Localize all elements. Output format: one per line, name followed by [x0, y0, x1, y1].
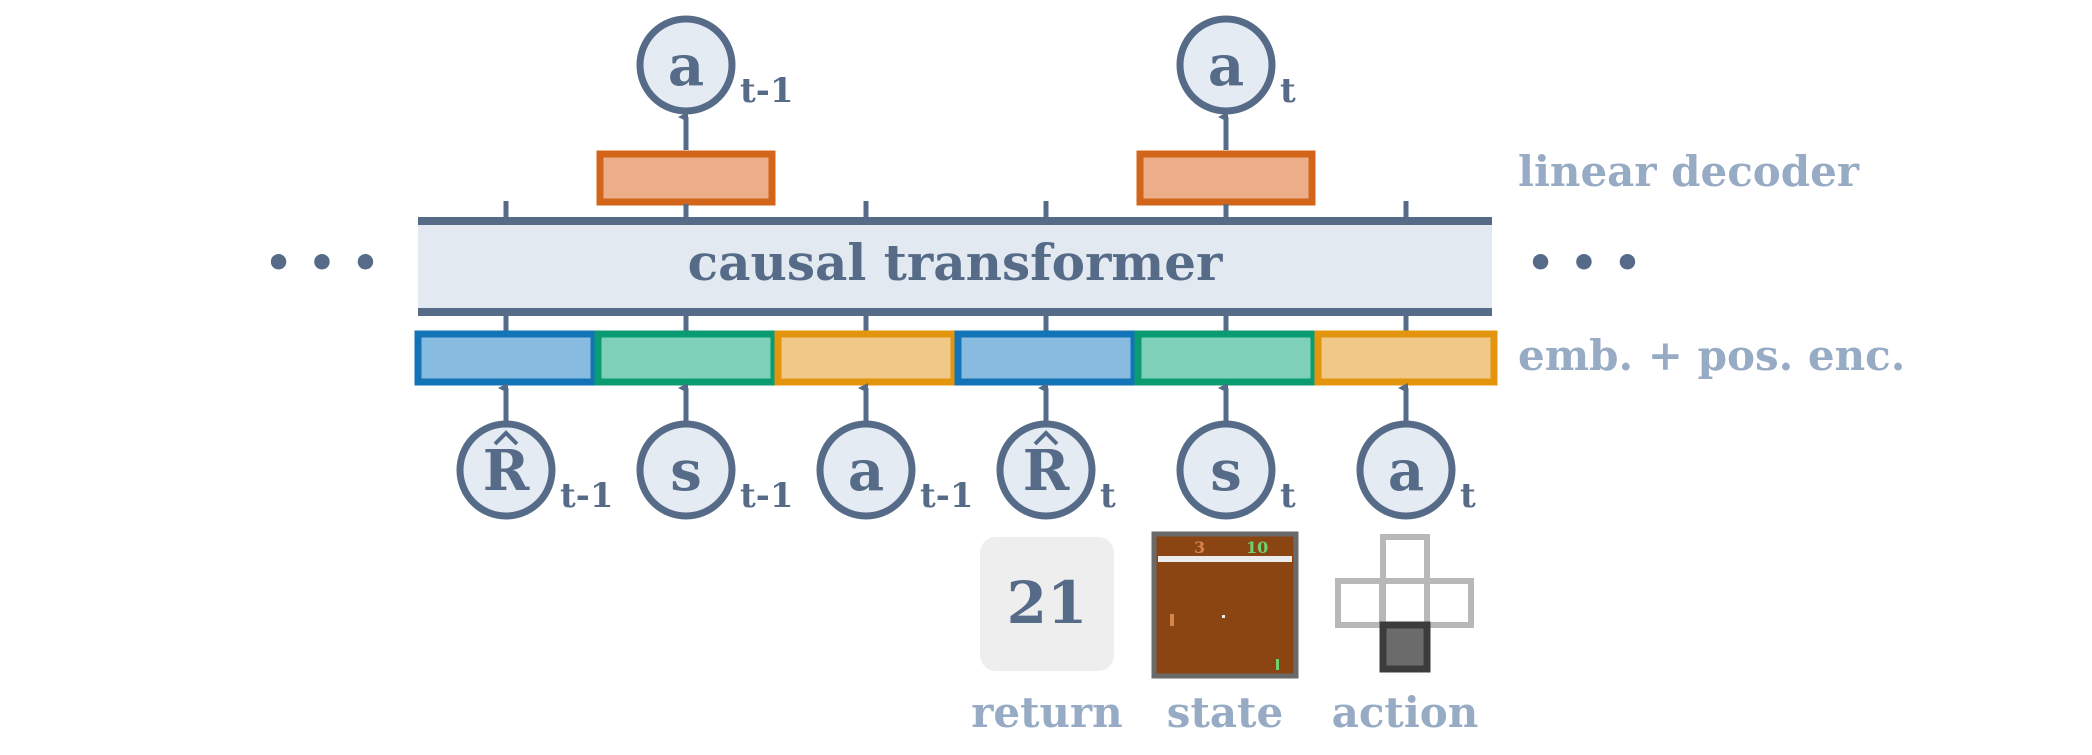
- right-ellipsis: • • •: [1526, 238, 1641, 289]
- input-token-state-subscript: t-1: [740, 476, 793, 516]
- input-token-action-symbol: a: [848, 438, 884, 504]
- input-token-state-circle: [636, 420, 736, 520]
- input-token-return-subscript: t-1: [560, 476, 613, 516]
- state-embedding-box: [1134, 330, 1318, 386]
- input-token-state-node: s t-1: [636, 420, 793, 520]
- embedding-row: [414, 330, 1498, 386]
- input-token-action-circle: [816, 420, 916, 520]
- output-token-action-subscript: t-1: [740, 71, 793, 111]
- state-embedding-box: [594, 330, 778, 386]
- action-caption: action: [1332, 688, 1479, 737]
- pong-score-left: 3: [1194, 538, 1205, 557]
- input-token-state-symbol: s: [670, 438, 702, 504]
- linear-decoder-box: [1136, 150, 1316, 206]
- transformer-label: causal transformer: [688, 233, 1223, 292]
- dpad-pressed-down: [1379, 621, 1431, 673]
- return-caption: return: [971, 688, 1122, 737]
- pong-score-right: 10: [1246, 538, 1268, 557]
- output-token-action-circle: [1176, 15, 1276, 115]
- output-token-action-symbol: a: [1208, 33, 1244, 99]
- arrows: [498, 112, 1409, 422]
- state-caption: state: [1167, 688, 1283, 737]
- return-example-value: 21: [1007, 569, 1088, 637]
- linear-decoder-box: [596, 150, 776, 206]
- return-example: 21: [980, 537, 1114, 671]
- state-example-pong-frame: 3 10: [1151, 531, 1299, 679]
- input-token-action-node: a t-1: [816, 420, 973, 520]
- input-token-state-symbol: s: [1210, 438, 1242, 504]
- input-token-action-circle: [1356, 420, 1456, 520]
- output-token-action-node: a t-1: [636, 15, 793, 115]
- input-token-return-circle: [456, 420, 556, 520]
- pong-top-wall: [1158, 556, 1292, 562]
- input-token-action-symbol: a: [1388, 438, 1424, 504]
- input-token-action-subscript: t-1: [920, 476, 973, 516]
- action-embedding-box: [774, 330, 958, 386]
- decoder-row: [596, 150, 1316, 206]
- pong-right-paddle: [1276, 659, 1279, 670]
- hat-icon: [1033, 430, 1059, 446]
- output-token-action-circle: [636, 15, 736, 115]
- linear-decoder-label: linear decoder: [1518, 147, 1860, 196]
- action-embedding-box: [1314, 330, 1498, 386]
- hat-icon: [493, 430, 519, 446]
- pong-left-paddle: [1170, 614, 1174, 626]
- action-example-dpad-icon: [1335, 534, 1474, 673]
- return-embedding-box: [414, 330, 598, 386]
- input-token-state-subscript: t: [1280, 476, 1296, 516]
- input-token-return-symbol: R: [1023, 438, 1070, 504]
- embedding-label: emb. + pos. enc.: [1518, 331, 1905, 380]
- transformer-block: [418, 221, 1492, 312]
- return-example-box: [980, 537, 1114, 671]
- return-embedding-box: [954, 330, 1138, 386]
- pong-ball: [1222, 615, 1225, 618]
- output-token-action-symbol: a: [668, 33, 704, 99]
- input-token-state-circle: [1176, 420, 1276, 520]
- input-token-return-subscript: t: [1100, 476, 1116, 516]
- input-token-return-circle: [996, 420, 1096, 520]
- input-token-action-subscript: t: [1460, 476, 1476, 516]
- output-token-action-subscript: t: [1280, 71, 1296, 111]
- left-ellipsis: • • •: [264, 238, 379, 289]
- input-token-return-symbol: R: [483, 438, 530, 504]
